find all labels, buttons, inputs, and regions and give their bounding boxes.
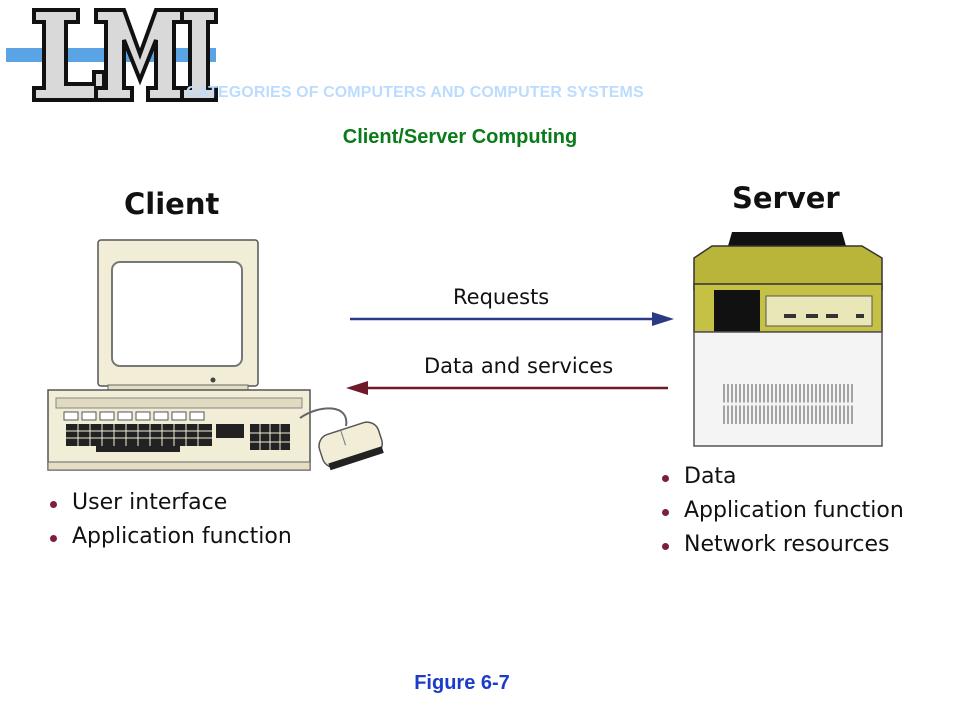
requests-label: Requests: [453, 285, 550, 309]
client-mouse: [318, 421, 384, 471]
client-keys-main: [66, 424, 212, 446]
server-heading: Server: [732, 181, 840, 215]
server-bullet-list: Data Application function Network resour…: [658, 460, 904, 562]
client-computer-illustration: [47, 239, 384, 471]
banner-title: CATEGORIES OF COMPUTERS AND COMPUTER SYS…: [186, 84, 644, 101]
list-item: User interface: [46, 486, 292, 520]
list-item: Application function: [658, 494, 904, 528]
list-item: Data: [658, 460, 904, 494]
requests-arrow: [350, 312, 674, 326]
data-services-label: Data and services: [424, 354, 614, 378]
page-subtitle: Client/Server Computing: [342, 126, 578, 148]
list-item: Network resources: [658, 528, 904, 562]
data-services-arrow: [346, 381, 668, 395]
figure-caption: Figure 6-7: [414, 672, 510, 694]
list-item: Application function: [46, 520, 292, 554]
server-illustration: [693, 232, 883, 447]
lmi-logo: [6, 8, 218, 102]
server-panel-dark: [714, 290, 760, 332]
server-drive-bay: [765, 295, 873, 327]
client-bullet-list: User interface Application function: [46, 486, 292, 554]
logo-letters: [32, 8, 218, 102]
client-screen: [111, 261, 243, 367]
client-heading: Client: [124, 187, 220, 221]
